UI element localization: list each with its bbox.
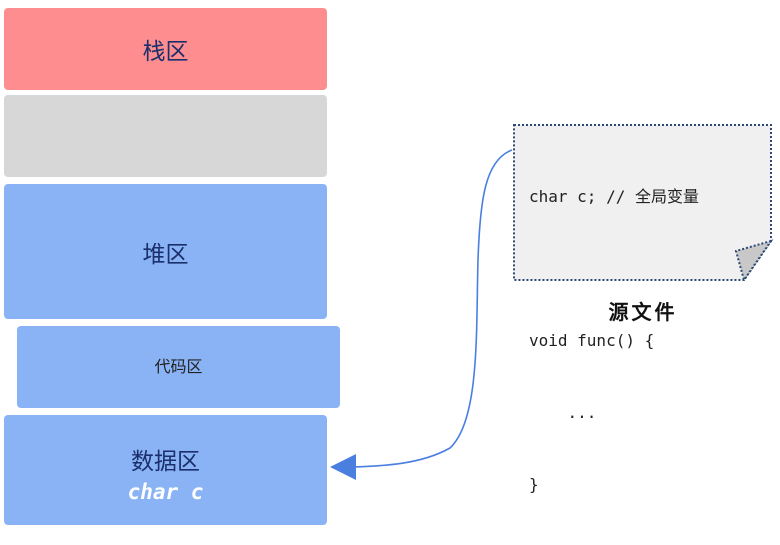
heap-segment: 堆区 <box>4 184 327 319</box>
note-shape <box>513 124 774 283</box>
stack-label: 栈区 <box>142 39 189 65</box>
code-label: 代码区 <box>154 357 203 376</box>
source-file-note: char c; // 全局变量 void func() { ... } <box>512 123 774 494</box>
code-line: } <box>529 475 539 494</box>
source-code: char c; // 全局变量 void func() { ... } <box>529 137 699 545</box>
code-line: ... <box>529 403 597 422</box>
data-variable-label: char c <box>127 480 204 504</box>
stack-segment: 栈区 <box>4 8 327 90</box>
unused-gap-segment <box>4 95 327 177</box>
code-line: void func() { <box>529 331 655 350</box>
data-segment: 数据区 char c <box>4 415 327 525</box>
code-line: char c; // 全局变量 <box>529 187 699 206</box>
data-label: 数据区 <box>131 449 200 475</box>
code-segment: 代码区 <box>17 326 340 408</box>
source-file-caption: 源文件 <box>608 300 678 324</box>
heap-label: 堆区 <box>142 241 189 268</box>
